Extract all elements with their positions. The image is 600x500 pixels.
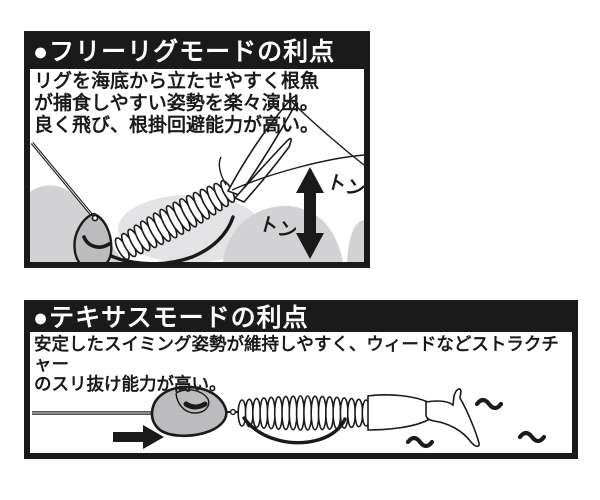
free-rig-description: リグを海底から立たせやすく根魚 が捕食しやすい姿勢を楽々演出。 良く飛び、根掛回… <box>34 71 319 137</box>
texas-panel: ●テキサスモードの利点 <box>24 300 578 459</box>
free-rig-description-line3: 良く飛び、根掛回避能力が高い。 <box>34 115 320 136</box>
hook-curve <box>242 416 347 445</box>
worm-ribs <box>237 395 371 431</box>
texas-description-line2: のスリ抜け能力が高い。 <box>34 374 227 394</box>
worm-claw-long <box>226 95 298 196</box>
wave-icon <box>405 435 435 449</box>
worm-claw-short <box>233 137 292 203</box>
texas-panel-title: ●テキサスモードの利点 <box>33 304 309 332</box>
connector-eyelet <box>229 408 237 416</box>
sinker-hook-eye <box>82 235 111 249</box>
worm-antenna-upper <box>291 101 364 166</box>
ton-label-right: トン <box>325 172 364 202</box>
worm-rear-body <box>367 394 429 431</box>
wave-icon <box>517 430 547 444</box>
sinker <box>73 212 113 262</box>
worm-antenna-right <box>231 154 364 191</box>
sinker-dark-notch <box>183 401 208 410</box>
sinker <box>150 385 228 438</box>
hook-curve <box>94 215 235 262</box>
worm-paddle-tail <box>425 388 480 448</box>
worm-coil <box>114 179 236 261</box>
texas-description-line1: 安定したスイミング姿勢が維持しやすく、ウィードなどストラクチャー <box>34 334 559 374</box>
fishing-line-highlight <box>31 142 97 221</box>
free-rig-panel: ●フリーリグモードの利点 <box>24 31 370 268</box>
rock-far-right <box>347 220 364 262</box>
sinker-eyelet <box>91 214 99 222</box>
sinker-inner-curve <box>175 389 210 414</box>
up-down-arrow-icon <box>296 167 324 259</box>
free-rig-panel-content: トン トン リグを海底から立たせやすく根魚 が捕食しやすい姿勢を楽々演出。 良く… <box>30 69 364 262</box>
free-rig-description-line1: リグを海底から立たせやすく根魚 <box>34 71 320 92</box>
worm-head-spike <box>218 156 227 186</box>
texas-panel-content: 安定したスイミング姿勢が維持しやすく、ウィードなどストラクチャー のスリ抜け能力… <box>30 332 572 453</box>
free-rig-description-line2: が捕食しやすい姿勢を楽々演出。 <box>34 93 319 114</box>
wave-icon <box>474 397 504 411</box>
free-rig-panel-title: ●フリーリグモードの利点 <box>33 38 336 66</box>
free-rig-illustration: トン トン <box>30 95 364 262</box>
texas-illustration <box>32 385 547 449</box>
texas-description: 安定したスイミング姿勢が維持しやすく、ウィードなどストラクチャー のスリ抜け能力… <box>34 334 572 394</box>
right-arrow-icon <box>113 425 164 449</box>
